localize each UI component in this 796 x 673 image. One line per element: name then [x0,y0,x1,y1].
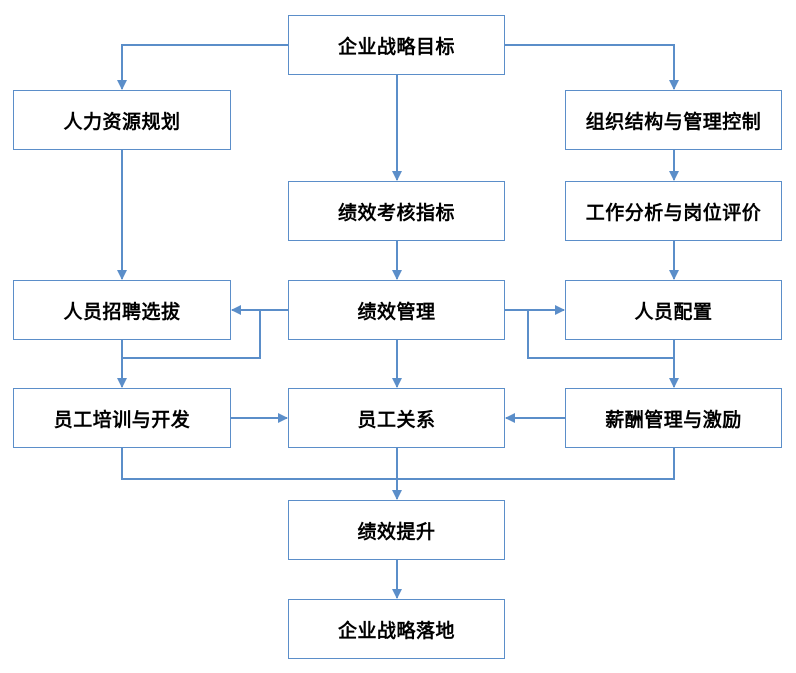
node-employee-relations: 员工关系 [288,388,505,448]
edge-goal-orgcontrol [505,44,679,90]
node-strategic-goal: 企业战略目标 [288,15,505,75]
edge-training-improvement [121,448,397,480]
node-label: 员工培训与开发 [53,408,191,431]
node-training: 员工培训与开发 [13,388,231,448]
node-strategy-landing: 企业战略落地 [288,599,505,659]
node-label: 工作分析与岗位评价 [585,201,762,224]
node-job-analysis: 工作分析与岗位评价 [565,181,782,241]
node-performance-improvement: 绩效提升 [288,500,505,560]
node-label: 人员配置 [634,300,713,323]
node-label: 人员招聘选拔 [63,300,181,323]
node-label: 人力资源规划 [63,110,181,133]
node-recruitment: 人员招聘选拔 [13,280,231,340]
edge-performance-training [122,310,261,359]
node-label: 企业战略目标 [337,35,455,58]
edge-performance-compensation [527,310,674,359]
node-performance-management: 绩效管理 [288,280,505,340]
node-label: 绩效管理 [357,300,436,323]
node-label: 绩效考核指标 [337,201,455,224]
edge-compensation-improvement [397,448,675,480]
node-label: 企业战略落地 [337,619,455,642]
node-label: 绩效提升 [357,520,436,543]
node-hr-planning: 人力资源规划 [13,90,231,150]
node-compensation: 薪酬管理与激励 [565,388,782,448]
node-kpi: 绩效考核指标 [288,181,505,241]
node-label: 薪酬管理与激励 [605,408,742,431]
node-label: 员工关系 [357,408,436,431]
edge-goal-hrplanning [117,44,288,90]
node-label: 组织结构与管理控制 [585,110,762,133]
node-org-control: 组织结构与管理控制 [565,90,782,150]
node-staffing: 人员配置 [565,280,782,340]
